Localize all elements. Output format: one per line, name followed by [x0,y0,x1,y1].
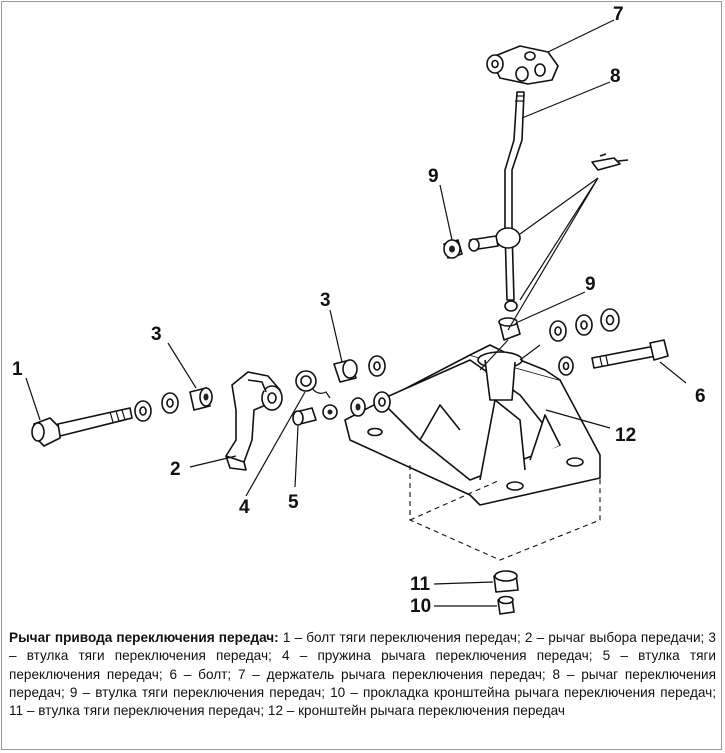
bracket-part-12 [344,344,601,561]
bushing-part-3-left [189,387,213,411]
callout-6: 6 [695,386,706,407]
caption-heading: Рычаг привода переключения передач: [9,630,279,645]
bolt-part-1 [31,407,133,447]
callout-8: 8 [610,66,621,87]
gasket-part-10 [497,595,515,615]
grease-icon [591,153,629,171]
callout-7: 7 [613,4,624,25]
callout-12: 12 [615,425,636,446]
leader-lines [25,19,687,607]
callout-10: 10 [410,596,431,617]
figure-caption: Рычаг привода переключения передач: 1 – … [9,629,716,720]
bushing-part-11 [493,570,519,593]
callout-4: 4 [239,497,250,518]
washers-right [549,308,620,342]
selector-lever-part-2 [225,371,283,471]
callout-9-upper: 9 [428,166,439,187]
callout-labels: 1 2 3 3 4 5 6 7 8 9 9 10 11 12 [12,4,706,617]
bolt-part-6 [558,339,669,376]
bushing-part-5 [292,404,338,426]
caption-body: 1 – болт тяги переключения передач; 2 – … [9,630,716,719]
callout-3-left: 3 [151,324,162,345]
washers-left [134,392,179,422]
callout-2: 2 [170,459,181,480]
exploded-view-diagram: 1 2 3 3 4 5 6 7 8 9 9 10 11 12 [12,4,706,617]
bushing-part-9-upper [443,239,463,259]
callout-9-lower: 9 [585,274,596,295]
holder-part-7 [486,45,559,85]
spring-part-4 [295,370,331,399]
gear-lever-part-8 [468,91,525,312]
callout-11: 11 [410,574,431,595]
callout-1: 1 [12,359,23,380]
callout-5: 5 [288,492,299,513]
bushing-part-9-lower [498,317,521,341]
callout-3-center: 3 [320,290,331,311]
bushing-part-3-center [333,355,391,417]
